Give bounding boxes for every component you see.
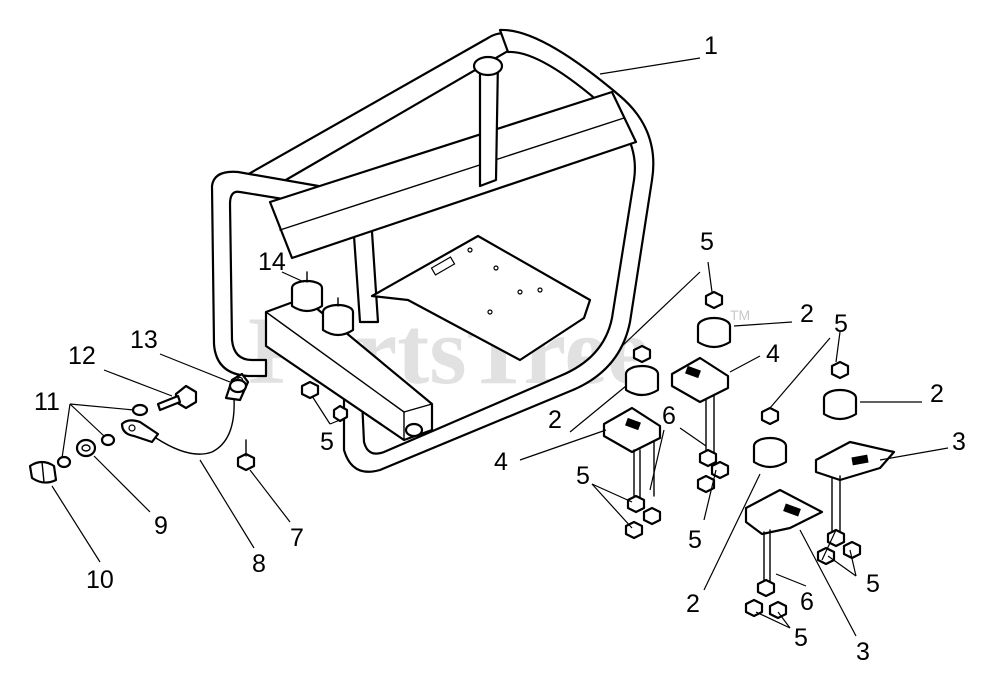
washer-3-part[interactable] [131, 403, 149, 417]
callout-6b: 6 [800, 588, 814, 616]
callout-5c: 5 [576, 462, 590, 490]
callout-5a: 5 [700, 228, 714, 256]
mount-assembly-3[interactable] [744, 406, 824, 620]
callout-3b: 3 [856, 638, 870, 666]
frame-mounts-part[interactable] [290, 271, 355, 337]
callout-5b: 5 [834, 310, 848, 338]
callout-9: 9 [154, 512, 168, 540]
callout-5f: 5 [794, 624, 808, 652]
callout-5d: 5 [688, 526, 702, 554]
callout-14: 14 [258, 248, 286, 276]
washer-2-part[interactable] [100, 433, 116, 447]
screw-part[interactable] [236, 439, 256, 472]
mount-assembly-4[interactable] [814, 360, 896, 566]
callout-13: 13 [130, 326, 158, 354]
callout-5g: 5 [320, 428, 334, 456]
callout-5e: 5 [866, 570, 880, 598]
callout-1: 1 [704, 32, 718, 60]
callout-2c: 2 [548, 406, 562, 434]
callout-labels: 1 2 2 2 2 3 3 4 4 5 5 5 5 5 5 5 6 6 7 8 … [34, 32, 966, 666]
callout-4a: 4 [766, 340, 780, 368]
leader-lines [51, 57, 949, 637]
mount-assembly-2[interactable] [670, 290, 732, 494]
wing-nut-part[interactable] [28, 460, 58, 484]
callout-2a: 2 [800, 300, 814, 328]
callout-2b: 2 [930, 380, 944, 408]
washer-part[interactable] [56, 455, 72, 469]
frame-part[interactable] [210, 28, 655, 473]
washer-4-part[interactable] [228, 378, 248, 394]
callout-12: 12 [68, 342, 96, 370]
nut-part[interactable] [75, 438, 97, 458]
callout-6a: 6 [662, 402, 676, 430]
callout-4b: 4 [494, 448, 508, 476]
callout-3a: 3 [952, 428, 966, 456]
callout-10: 10 [86, 566, 114, 594]
callout-8: 8 [252, 550, 266, 578]
watermark-trademark: TM [730, 307, 750, 323]
callout-11: 11 [34, 388, 60, 416]
callout-7: 7 [290, 524, 304, 552]
mount-assembly-1[interactable] [602, 344, 662, 540]
frame-nuts-part[interactable] [300, 380, 349, 423]
callout-2d: 2 [686, 590, 700, 618]
bolt-part[interactable] [156, 384, 198, 412]
